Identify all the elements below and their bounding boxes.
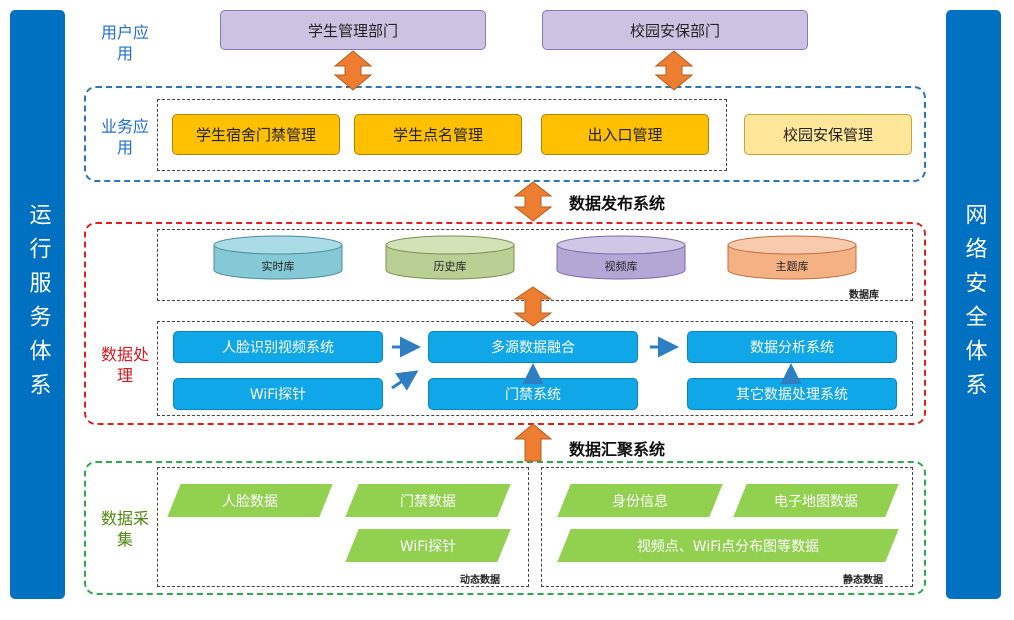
distribution-map-text: 视频点、WiFi点分布图等数据 [636,538,820,555]
student-management-dept: 学生管理部门 [220,10,486,50]
entrance-management: 出入口管理 [541,114,709,155]
topic-db-icon: 主题库 [727,235,857,280]
business-inner-group [157,99,727,171]
campus-security-management: 校园安保管理 [744,114,912,155]
campus-security-dept: 校园安保部门 [542,10,808,50]
collection-layer-box [84,461,926,595]
network-security-bar: 网络安全体系 [946,10,1001,599]
access-control-system: 门禁系统 [428,378,638,410]
operation-service-bar: 运行服务体系 [10,10,65,599]
history-db-label: 历史库 [434,260,467,273]
video-db-label: 视频库 [605,259,638,273]
data-publish-system-label: 数据发布系统 [569,194,666,213]
history-db-icon: 历史库 [385,235,515,280]
operation-service-label: 运行服务体系 [25,202,51,407]
distribution-map-item: 视频点、WiFi点分布图等数据 [557,529,899,562]
database-group-label: 数据库 [849,290,879,301]
electronic-map-item: 电子地图数据 [733,484,899,517]
processing-layer-label: 数据处理 [100,345,149,385]
user-layer-label: 用户应用 [100,23,149,63]
processing-layer-box [84,222,926,425]
electronic-map-text: 电子地图数据 [774,493,858,510]
student-rollcall-management: 学生点名管理 [354,114,522,155]
wifi-probe-data-text: WiFi探针 [399,538,457,555]
multi-source-data-fusion: 多源数据融合 [428,331,638,363]
realtime-db-icon: 实时库 [213,235,343,280]
dynamic-data-label: 动态数据 [460,575,500,586]
data-analysis-system: 数据分析系统 [687,331,897,363]
face-data-text: 人脸数据 [222,493,278,510]
face-recognition-video-system: 人脸识别视频系统 [173,331,383,363]
business-layer-box [84,86,926,182]
static-data-group [541,467,913,587]
other-data-processing-system: 其它数据处理系统 [687,378,897,410]
collection-layer-label: 数据采集 [100,509,149,549]
network-security-label: 网络安全体系 [961,202,987,407]
wifi-probe-data-item: WiFi探针 [345,529,511,562]
access-data-text: 门禁数据 [400,493,456,510]
dorm-access-management: 学生宿舍门禁管理 [172,114,340,155]
realtime-db-label: 实时库 [262,259,295,273]
face-data-item: 人脸数据 [167,484,333,517]
identity-info-item: 身份信息 [557,484,723,517]
video-db-icon: 视频库 [556,235,686,280]
identity-info-text: 身份信息 [612,493,668,510]
access-data-item: 门禁数据 [345,484,511,517]
wifi-probe-system: WiFi探针 [173,378,383,410]
static-data-label: 静态数据 [843,575,883,586]
business-layer-label: 业务应用 [100,117,149,157]
dynamic-data-group [157,467,529,587]
data-aggregation-system-label: 数据汇聚系统 [569,440,666,459]
topic-db-label: 主题库 [776,260,809,273]
